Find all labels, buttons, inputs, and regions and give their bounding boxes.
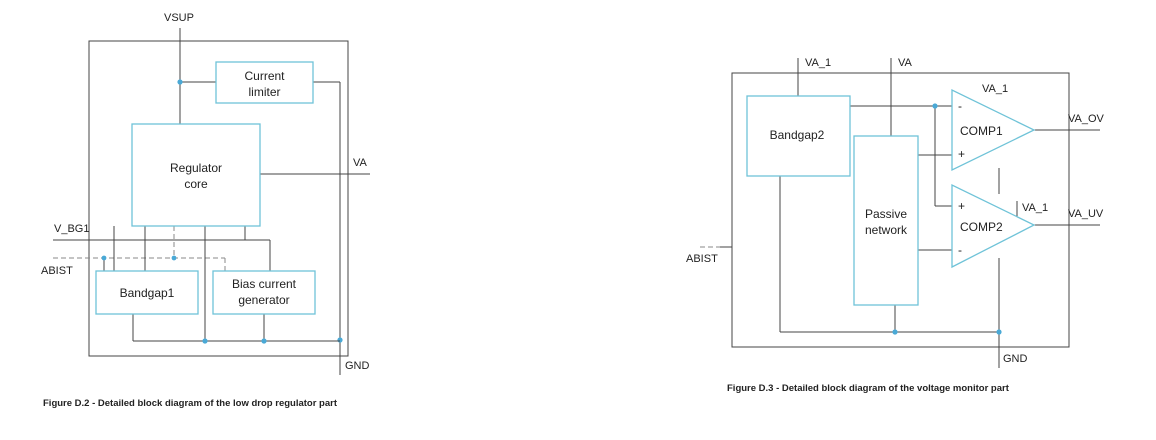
d3-va1-top-label: VA_1 [805,57,831,69]
d3-comp2-label: COMP2 [960,220,1003,234]
d3-comp1-triangle: - + COMP1 [951,88,1036,172]
d2-current-limiter-label: Current [244,69,285,83]
d2-junction [337,337,343,343]
d2-caption: Figure D.2 - Detailed block diagram of t… [43,398,338,409]
d3-bandgap2-block: Bandgap2 [746,95,851,177]
d2-vbg1-label: V_BG1 [54,223,89,235]
d3-comp2-plus-label: + [958,199,965,213]
d3-comp1-minus-label: - [958,99,962,113]
d3-abist-label: ABIST [686,253,718,265]
d2-current-limiter-block: Current limiter [215,61,314,104]
figure-d2: VSUP GND VA V_BG1 ABIST [41,12,370,409]
d2-vsup-label: VSUP [164,12,194,24]
d3-comp1-plus-label: + [958,147,965,161]
d2-bandgap1-block: Bandgap1 [95,270,199,315]
figure-d3: VA_1 VA ABIST VA_OV VA_UV VA_1 VA_1 GND [686,57,1105,394]
d2-regulator-core-label: core [184,177,208,191]
d3-comp2-triangle: + - COMP2 [951,183,1036,269]
d2-junction [101,255,107,261]
d2-bias-current-generator-block: Bias current generator [212,270,316,315]
d2-abist-label: ABIST [41,265,73,277]
d3-caption: Figure D.3 - Detailed block diagram of t… [727,383,1010,394]
d2-junction [171,255,177,261]
d3-gnd-label: GND [1003,353,1028,365]
d2-regulator-core-block: Regulator core [131,123,261,227]
d2-va-label: VA [353,157,368,169]
d2-bandgap1-label: Bandgap1 [120,286,175,300]
d3-passive-network-label: Passive [865,207,907,221]
d3-va1-comp1-label: VA_1 [982,83,1008,95]
d3-junction [932,103,938,109]
d3-va1-comp2-label: VA_1 [1022,202,1048,214]
d2-gnd-label: GND [345,360,370,372]
d2-bias-current-generator-label: generator [238,293,289,307]
d3-comp2-minus-label: - [958,243,962,257]
d3-junction [996,329,1002,335]
d2-frame [88,40,349,357]
d2-current-limiter-label: limiter [249,85,281,99]
d3-junction [892,329,898,335]
d2-junction [202,338,208,344]
d2-junction [261,338,267,344]
d3-passive-network-label: network [865,223,908,237]
d3-bandgap2-label: Bandgap2 [770,128,825,142]
d3-va-uv-label: VA_UV [1068,208,1104,220]
d2-junction [177,79,183,85]
d3-va-label: VA [898,57,913,69]
d3-comp1-label: COMP1 [960,124,1003,138]
d2-regulator-core-label: Regulator [170,161,222,175]
d3-passive-network-block: Passive network [853,135,919,306]
d3-frame [731,72,1070,348]
d2-bias-current-generator-label: Bias current [232,277,297,291]
d3-va-ov-label: VA_OV [1068,113,1105,125]
